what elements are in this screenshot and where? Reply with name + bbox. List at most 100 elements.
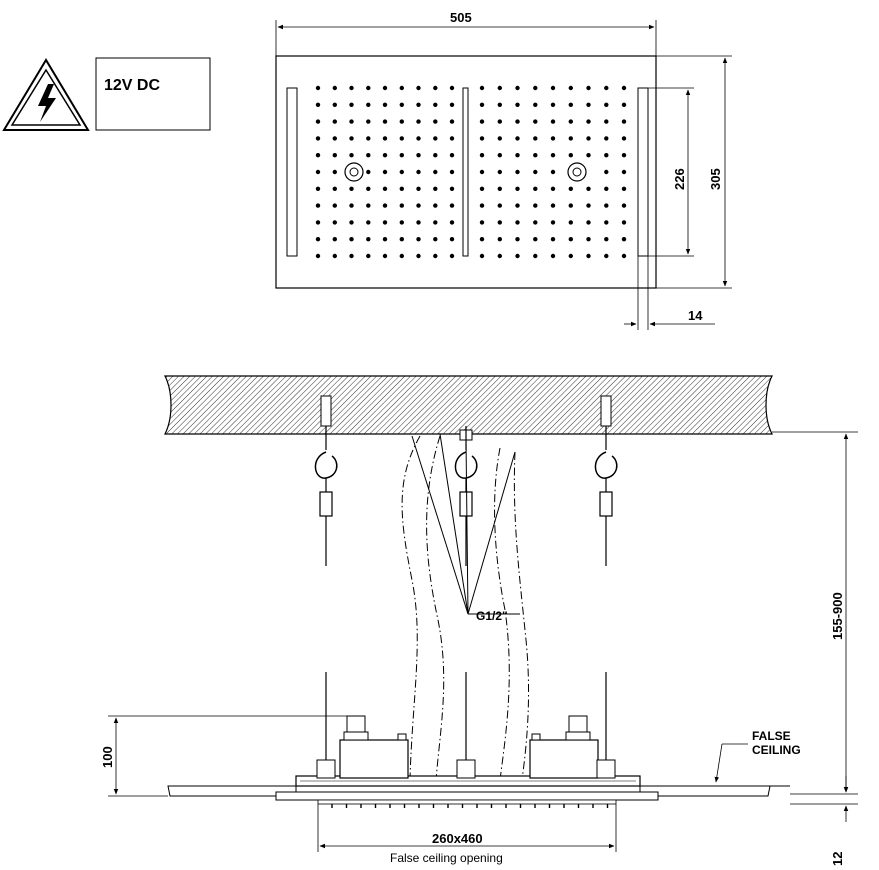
svg-text:155-900: 155-900: [830, 592, 845, 640]
nozzle-dot: [604, 220, 609, 225]
nozzle-dot: [332, 85, 337, 91]
dimension-depth: 305: [656, 55, 732, 289]
nozzle-dot: [497, 237, 502, 242]
nozzle-dot: [550, 169, 556, 175]
nozzle-dot: [315, 203, 321, 208]
nozzle-dot: [568, 203, 573, 208]
nozzle-dot: [449, 203, 455, 208]
nozzle-dot: [332, 153, 337, 158]
nozzle-dot: [382, 220, 388, 225]
voltage-box: [95, 57, 211, 131]
nozzle-dot: [533, 186, 538, 191]
connection-leaders: [411, 433, 520, 615]
nozzle-tips: [331, 804, 609, 808]
nozzle-dot: [533, 253, 538, 259]
nozzle-dot: [604, 186, 609, 191]
nozzle-dot: [533, 237, 538, 242]
jet-left: [344, 162, 364, 182]
nozzle-dot: [533, 136, 538, 141]
nozzle-dot: [315, 169, 321, 175]
nozzle-dot: [416, 220, 421, 225]
nozzle-dot: [550, 253, 556, 259]
nozzle-dot: [416, 85, 421, 91]
nozzle-dot: [515, 136, 520, 141]
nozzle-dot: [533, 102, 538, 108]
nozzle-dot: [497, 253, 502, 259]
nozzle-dot: [550, 186, 556, 191]
nozzle-dot: [366, 153, 371, 158]
nozzle-dot: [568, 253, 573, 259]
nozzle-dot: [621, 169, 627, 175]
hanger: [314, 395, 338, 566]
false-ceiling-callout: FALSE CEILING: [714, 729, 801, 783]
nozzle-dot: [433, 253, 438, 259]
nozzle-dot: [416, 153, 421, 158]
nozzle-dot: [366, 136, 371, 141]
nozzle-dot: [550, 203, 556, 208]
nozzle-dot: [479, 220, 485, 225]
nozzle-dot: [382, 237, 388, 242]
dimension-side-margin: 14: [624, 256, 715, 330]
shower-head-body: [167, 672, 790, 808]
nozzle-dot: [479, 136, 485, 141]
nozzle-dot: [550, 237, 556, 242]
nozzle-dot: [399, 153, 404, 158]
nozzle-dot: [332, 136, 337, 141]
nozzle-dot: [449, 136, 455, 141]
nozzle-dot: [433, 169, 438, 175]
nozzle-dot: [433, 102, 438, 108]
nozzle-dot: [449, 102, 455, 108]
svg-text:12: 12: [830, 852, 845, 866]
nozzle-dot: [382, 153, 388, 158]
nozzle-dot: [416, 237, 421, 242]
nozzle-dot: [399, 136, 404, 141]
nozzle-dot: [433, 153, 438, 158]
nozzle-dot: [621, 85, 627, 91]
nozzle-dot: [515, 85, 520, 91]
top-view: [275, 55, 657, 289]
nozzle-dot: [497, 186, 502, 191]
water-hoses: [401, 435, 530, 781]
nozzle-dot: [315, 119, 321, 124]
nozzle-dot: [586, 119, 591, 124]
nozzle-dot: [621, 119, 627, 124]
nozzle-dot: [416, 169, 421, 175]
nozzle-dot: [366, 203, 371, 208]
nozzle-dot: [433, 85, 438, 91]
nozzle-dot: [497, 203, 502, 208]
nozzle-grid-right: [479, 85, 627, 259]
nozzle-dot: [399, 85, 404, 91]
opening-label: False ceiling opening: [390, 851, 503, 865]
nozzle-dot: [533, 153, 538, 158]
nozzle-dot: [586, 153, 591, 158]
nozzle-dot: [366, 119, 371, 124]
nozzle-dot: [604, 119, 609, 124]
nozzle-dot: [332, 203, 337, 208]
nozzle-dot: [515, 203, 520, 208]
nozzle-dot: [515, 220, 520, 225]
nozzle-dot: [586, 136, 591, 141]
nozzle-dot: [366, 220, 371, 225]
nozzle-dot: [416, 119, 421, 124]
nozzle-dot: [533, 203, 538, 208]
nozzle-dot: [604, 253, 609, 259]
nozzle-dot: [399, 253, 404, 259]
nozzle-dot: [366, 169, 371, 175]
nozzle-dot: [568, 220, 573, 225]
dimension-installation-height: 100: [100, 715, 347, 797]
nozzle-dot: [399, 169, 404, 175]
nozzle-dot: [382, 203, 388, 208]
nozzle-dot: [604, 102, 609, 108]
nozzle-dot: [550, 220, 556, 225]
nozzle-dot: [349, 203, 354, 208]
nozzle-dot: [315, 85, 321, 91]
nozzle-dot: [416, 253, 421, 259]
nozzle-dot: [416, 203, 421, 208]
nozzle-dot: [349, 119, 354, 124]
nozzle-dot: [349, 237, 354, 242]
dimension-width: 505: [275, 10, 657, 56]
nozzle-dot: [497, 119, 502, 124]
nozzle-dot: [332, 102, 337, 108]
nozzle-dot: [533, 220, 538, 225]
